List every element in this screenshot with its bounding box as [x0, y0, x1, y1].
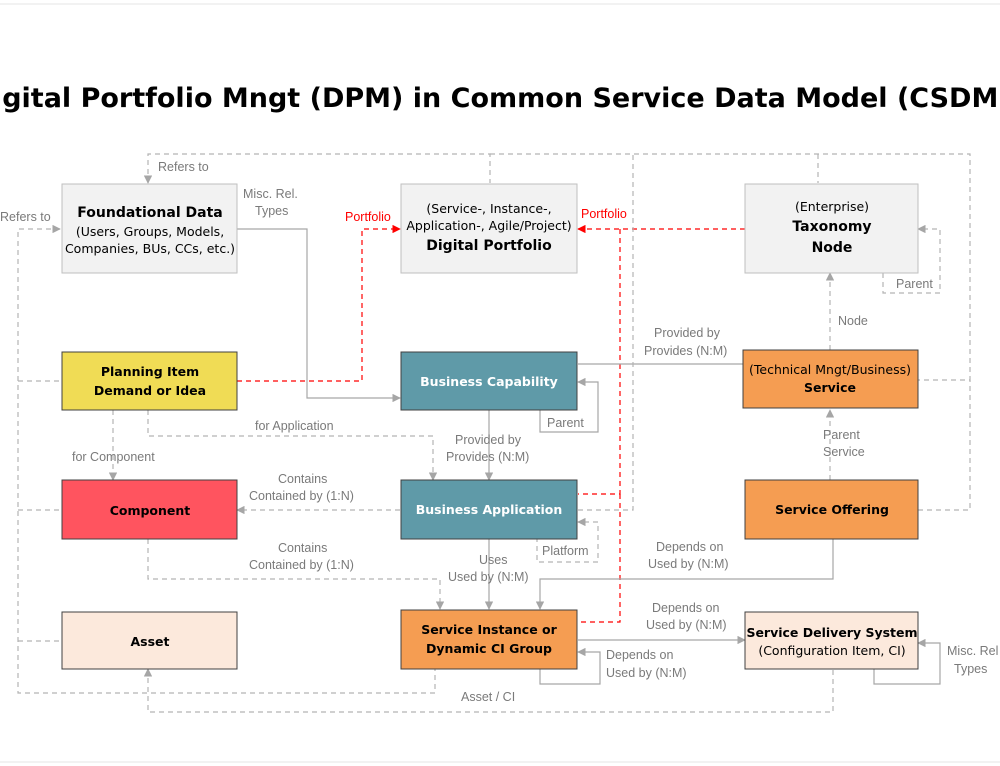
- label-provides-2: Provides (N:M): [446, 450, 529, 464]
- label-parent-service-1: Parent: [823, 428, 860, 442]
- sds-line2: (Configuration Item, CI): [758, 643, 905, 658]
- node-business-application[interactable]: Business Application: [400, 479, 578, 540]
- edge-refers-to-left: [17, 224, 436, 694]
- label-used-by-1: Used by (N:M): [648, 557, 729, 571]
- node-service[interactable]: (Technical Mngt/Business) Service: [742, 349, 919, 409]
- label-contains-2: Contains: [278, 541, 327, 555]
- label-misc-rel-2: Types: [255, 204, 288, 218]
- label-portfolio-left: Portfolio: [345, 210, 391, 224]
- label-misc-rel-4: Types: [954, 662, 987, 676]
- edge-platform: [536, 517, 599, 563]
- label-used-by-3: Used by (N:M): [646, 618, 727, 632]
- connectors: [17, 153, 971, 713]
- portfolio-title: Digital Portfolio: [426, 238, 552, 254]
- label-misc-rel-3: Misc. Rel: [947, 644, 998, 658]
- edge-offering-frame: [578, 154, 634, 511]
- label-depends-on-3: Depends on: [606, 648, 673, 662]
- taxonomy-title2: Node: [812, 240, 853, 256]
- component-label: Component: [110, 503, 191, 518]
- node-digital-portfolio[interactable]: (Service-, Instance-, Application-, Agil…: [400, 183, 578, 274]
- edge-depends-self: [539, 647, 601, 685]
- label-for-application: for Application: [255, 419, 334, 433]
- label-contained-by-2: Contained by (1:N): [249, 558, 354, 572]
- service-line1: (Technical Mngt/Business): [749, 362, 911, 377]
- sds-line1: Service Delivery System: [746, 625, 917, 640]
- edge-asset-ci: [143, 668, 834, 713]
- offering-label: Service Offering: [775, 502, 889, 517]
- node-service-instance[interactable]: Service Instance or Dynamic CI Group: [400, 609, 578, 670]
- service-line2: Service: [804, 380, 856, 395]
- application-label: Business Application: [416, 502, 563, 517]
- taxonomy-title1: Taxonomy: [792, 219, 871, 235]
- edge-labels: Refers to Refers to Misc. Rel. Types Por…: [0, 160, 998, 704]
- edge-for-application: [147, 410, 438, 481]
- edge-misc-rel-types: [237, 228, 401, 403]
- foundational-sub2: Companies, BUs, CCs, etc.): [65, 241, 235, 256]
- instance-line2: Dynamic CI Group: [426, 641, 552, 656]
- label-parent-capability: Parent: [547, 416, 584, 430]
- node-asset[interactable]: Asset: [61, 611, 238, 670]
- node-taxonomy[interactable]: (Enterprise) Taxonomy Node: [744, 183, 919, 274]
- node-business-capability[interactable]: Business Capability: [400, 351, 578, 411]
- edge-contains-2: [147, 539, 445, 610]
- portfolio-sub2: Application-, Agile/Project): [406, 218, 571, 233]
- label-provided-by-1: Provided by: [654, 326, 721, 340]
- label-refers-to-left: Refers to: [0, 210, 51, 224]
- label-contained-by-1: Contained by (1:N): [249, 489, 354, 503]
- planning-line1: Planning Item: [101, 364, 199, 379]
- label-for-component: for Component: [72, 450, 155, 464]
- node-component[interactable]: Component: [61, 479, 238, 540]
- node-planning-item[interactable]: Planning Item Demand or Idea: [61, 351, 238, 411]
- foundational-title: Foundational Data: [77, 205, 222, 221]
- edge-capability-parent: [539, 377, 599, 433]
- edge-portfolio-planning: [237, 224, 401, 382]
- diagram-title: Digital Portfolio Mngt (DPM) in Common S…: [0, 83, 1000, 114]
- asset-label: Asset: [130, 634, 169, 649]
- label-refers-to-top: Refers to: [158, 160, 209, 174]
- label-platform: Platform: [542, 544, 589, 558]
- planning-line2: Demand or Idea: [94, 383, 206, 398]
- node-service-offering[interactable]: Service Offering: [744, 479, 919, 540]
- label-used-by-2: Used by (N:M): [448, 570, 529, 584]
- label-provides-1: Provides (N:M): [644, 344, 727, 358]
- edge-refers-to-top: [143, 153, 491, 184]
- label-portfolio-right: Portfolio: [581, 207, 627, 221]
- label-contains-1: Contains: [278, 472, 327, 486]
- label-misc-rel-1: Misc. Rel.: [243, 187, 298, 201]
- label-uses: Uses: [479, 553, 507, 567]
- capability-label: Business Capability: [420, 374, 558, 389]
- label-parent-taxonomy: Parent: [896, 277, 933, 291]
- label-depends-on-2: Depends on: [652, 601, 719, 615]
- label-parent-service-2: Service: [823, 445, 865, 459]
- label-depends-on-1: Depends on: [656, 540, 723, 554]
- foundational-sub1: (Users, Groups, Models,: [76, 224, 224, 239]
- taxonomy-sub: (Enterprise): [795, 199, 869, 214]
- label-used-by-4: Used by (N:M): [606, 666, 687, 680]
- node-service-delivery[interactable]: Service Delivery System (Configuration I…: [744, 611, 919, 670]
- node-foundational-data[interactable]: Foundational Data (Users, Groups, Models…: [61, 183, 238, 274]
- label-provided-by-2: Provided by: [455, 433, 522, 447]
- edge-taxonomy-parent: [882, 224, 941, 294]
- edge-offering-right: [918, 380, 971, 511]
- edge-portfolio-app: [578, 229, 621, 495]
- instance-line1: Service Instance or: [421, 622, 557, 637]
- label-node: Node: [838, 314, 868, 328]
- edge-misc-rel-sds: [873, 638, 941, 685]
- label-asset-ci: Asset / CI: [461, 690, 515, 704]
- edge-portfolio-instance: [578, 494, 621, 623]
- portfolio-sub1: (Service-, Instance-,: [426, 201, 551, 216]
- edge-outer-top: [490, 153, 971, 381]
- edge-depends-offering: [535, 539, 834, 610]
